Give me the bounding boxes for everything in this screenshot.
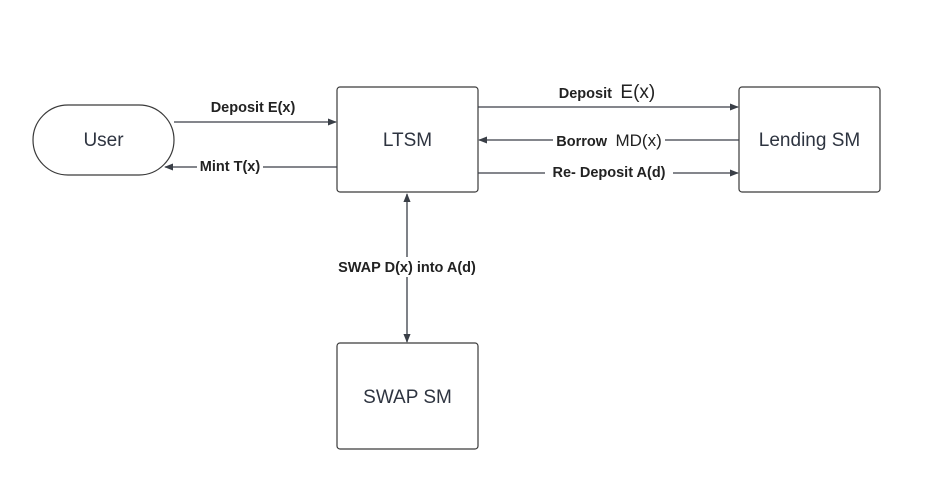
node-user: User xyxy=(32,104,175,176)
edge-label-redeposit-bg xyxy=(545,163,673,181)
node-user-label: User xyxy=(83,130,124,151)
node-ltsm: LTSM xyxy=(336,86,479,193)
edge-label-swap: SWAP D(x) into A(d) xyxy=(338,260,476,276)
edge-label-deposit-lending-word: Deposit xyxy=(559,86,612,102)
edge-label-deposit-lending-expr: E(x) xyxy=(620,82,655,103)
edge-label-borrow-bg xyxy=(553,130,665,150)
edge-label-deposit-lending: Deposit E(x) xyxy=(559,82,655,103)
node-swap-sm-label: SWAP SM xyxy=(363,387,452,408)
node-ltsm-shape xyxy=(336,86,479,193)
edge-label-swap-bg xyxy=(330,257,484,277)
edge-label-borrow-expr: MD(x) xyxy=(615,131,661,150)
node-swap-sm-shape xyxy=(336,342,479,450)
edge-label-borrow-word: Borrow xyxy=(556,134,607,150)
node-lending-sm: Lending SM xyxy=(738,86,881,193)
edge-label-mint-bg xyxy=(197,158,263,175)
node-lending-sm-label: Lending SM xyxy=(759,130,860,151)
edge-label-deposit-user: Deposit E(x) xyxy=(211,100,296,116)
node-ltsm-label: LTSM xyxy=(383,130,432,151)
edge-label-mint: Mint T(x) xyxy=(200,159,261,175)
edge-label-borrow: Borrow MD(x) xyxy=(556,131,661,150)
node-swap-sm: SWAP SM xyxy=(336,342,479,450)
node-user-shape xyxy=(32,104,175,176)
edge-label-redeposit: Re- Deposit A(d) xyxy=(552,165,665,181)
